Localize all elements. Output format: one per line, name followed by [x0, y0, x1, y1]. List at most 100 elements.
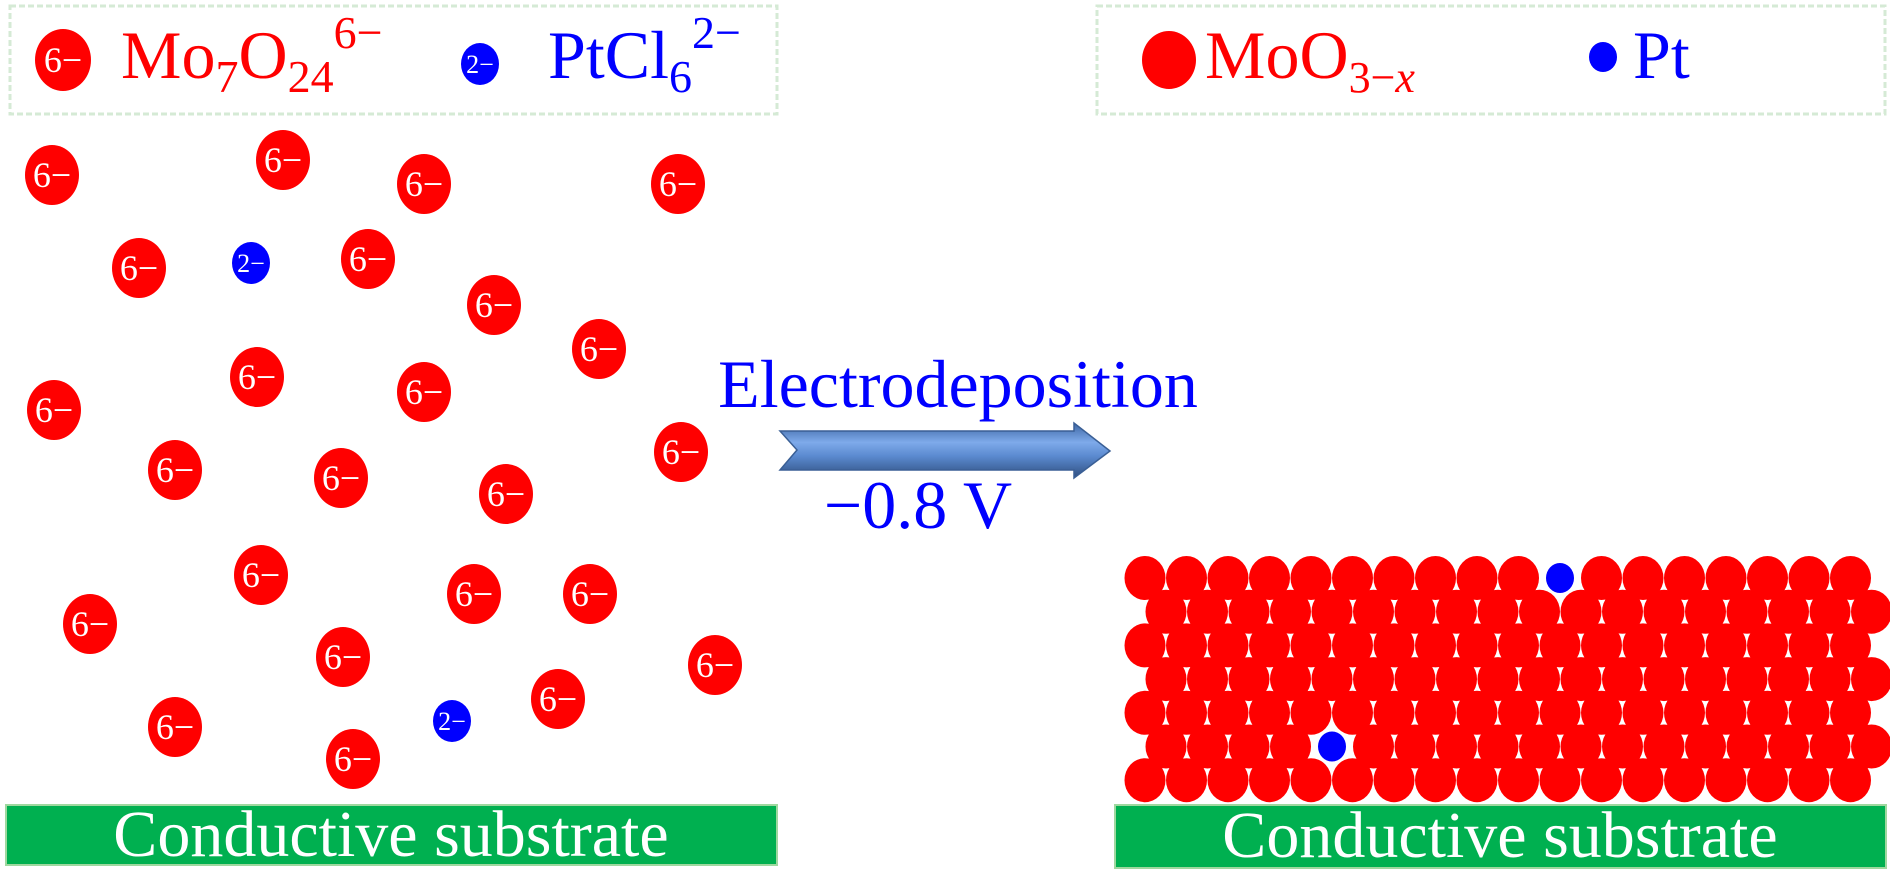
moo3-particle: [1809, 657, 1851, 702]
legend-right-border: [1095, 4, 1887, 116]
moo3-particle: [1830, 758, 1871, 803]
moo3-particle: [1809, 724, 1851, 769]
moo3-particle: [1394, 657, 1436, 702]
molybdate-ion-sphere: [256, 130, 310, 190]
moo3-particle: [1602, 589, 1643, 634]
moo3-particle: [1290, 758, 1332, 803]
molybdate-ion-charge: 6−: [696, 645, 734, 685]
molybdate-ion-sphere: [651, 154, 705, 214]
moo3-particle: [1768, 589, 1809, 634]
moo3-particle: [1581, 758, 1622, 803]
molybdate-ion-charge: 6−: [156, 450, 194, 490]
moo3-particle: [1643, 657, 1685, 702]
moo3-particle: [1311, 589, 1353, 634]
moo3-particle: [1830, 556, 1871, 600]
molybdate-ion-sphere: [234, 545, 288, 605]
formula-part: MoO: [1205, 17, 1349, 93]
molybdate-ion-charge: 6−: [405, 164, 443, 204]
moo3-particle: [1124, 758, 1166, 803]
moo3-particle: [1622, 556, 1664, 600]
moo3-particle: [1581, 623, 1622, 668]
moo3-particle: [1456, 623, 1498, 668]
chloroplatinate-ion: 2−: [433, 700, 471, 742]
molybdate-ion-sphere: [563, 564, 617, 624]
moo3-particle: [1664, 623, 1705, 668]
molybdate-ion-sphere: [572, 319, 626, 379]
moo3-particle: [1560, 724, 1602, 769]
molybdate-ion: 6−: [531, 669, 585, 729]
molybdate-ion-charge: 6−: [324, 637, 362, 677]
moo3-particle: [1851, 589, 1890, 634]
molybdate-ion-sphere: [148, 440, 202, 500]
moo3-particle: [1788, 623, 1830, 668]
moo3-particle: [1415, 690, 1456, 735]
deposited-film: [1124, 556, 1890, 803]
moo3-particle: [1415, 623, 1456, 668]
moo3-particle: [1290, 623, 1332, 668]
molybdate-ion: 6−: [397, 154, 451, 214]
moo3-particle: [1788, 758, 1830, 803]
moo3-particle: [1560, 589, 1602, 634]
molybdate-ion-sphere: [63, 594, 117, 654]
moo3-particle: [1830, 623, 1871, 668]
moo3-particle: [1145, 589, 1187, 634]
pt-atom: [1318, 731, 1346, 762]
formula-subscript: 3−: [1349, 53, 1396, 102]
moo3-particle: [1498, 758, 1539, 803]
moo3-particle: [1207, 758, 1249, 803]
moo3-particle: [1187, 724, 1228, 769]
formula-subscript-variable: x: [1394, 53, 1415, 102]
molybdate-ion-charge: 6−: [539, 679, 577, 719]
moo3-particle: [1166, 556, 1207, 600]
molybdate-ion: 6−: [148, 697, 202, 757]
moo3-particle: [1664, 556, 1705, 600]
moo3-particle: [1477, 724, 1519, 769]
moo3-particle: [1394, 724, 1436, 769]
moo3-particle: [1685, 724, 1726, 769]
molybdate-ion-charge: 6−: [242, 555, 280, 595]
molybdate-ion: 6−: [25, 145, 79, 205]
chloroplatinate-ion-sphere: [232, 242, 270, 284]
moo3-particle: [1685, 589, 1726, 634]
moo3-particle: [1788, 556, 1830, 600]
moo3-particle: [1539, 623, 1581, 668]
moo3-particle: [1207, 690, 1249, 735]
substrate-right-label: Conductive substrate: [1222, 799, 1777, 872]
moo3-legend-formula: MoO3−x: [1205, 17, 1415, 102]
moo3-particle: [1373, 623, 1415, 668]
molybdate-ion-sphere: [397, 362, 451, 422]
molybdate-ion-charge: 6−: [238, 357, 276, 397]
molybdate-ion-charge: 6−: [33, 155, 71, 195]
moo3-particle: [1705, 690, 1747, 735]
moo3-particle: [1602, 657, 1643, 702]
molybdate-ion: 6−: [234, 545, 288, 605]
moo3-particle: [1124, 556, 1166, 600]
moo3-particle: [1747, 758, 1788, 803]
moo3-particle: [1270, 589, 1311, 634]
moo3-particle: [1187, 589, 1228, 634]
solution-ions: 6−6−6−6−6−6−6−6−6−6−6−6−6−6−6−6−6−6−6−6−…: [25, 130, 742, 789]
chloroplatinate-ion: 2−: [232, 242, 270, 284]
moo3-particle: [1249, 623, 1290, 668]
moo3-particle: [1332, 690, 1373, 735]
moo3-particle: [1207, 556, 1249, 600]
formula-part: PtCl: [548, 17, 669, 93]
moo3-particle: [1145, 657, 1187, 702]
molybdate-ion-charge: 6−: [156, 707, 194, 747]
molybdate-ion: 6−: [316, 627, 370, 687]
moo3-particle: [1353, 657, 1394, 702]
molybdate-ion-sphere: [230, 347, 284, 407]
moo3-particle: [1685, 657, 1726, 702]
moo3-particle: [1353, 724, 1394, 769]
moo3-particle: [1581, 556, 1622, 600]
moo3-particle: [1726, 657, 1768, 702]
moo3-particle: [1851, 657, 1890, 702]
moo3-particle: [1539, 690, 1581, 735]
moo3-particle: [1124, 623, 1166, 668]
moo3-particle: [1270, 724, 1311, 769]
mo-ion-legend-badge: 6−: [44, 40, 82, 80]
molybdate-ion-sphere: [148, 697, 202, 757]
molybdate-ion-charge: 6−: [659, 164, 697, 204]
molybdate-ion: 6−: [326, 729, 380, 789]
